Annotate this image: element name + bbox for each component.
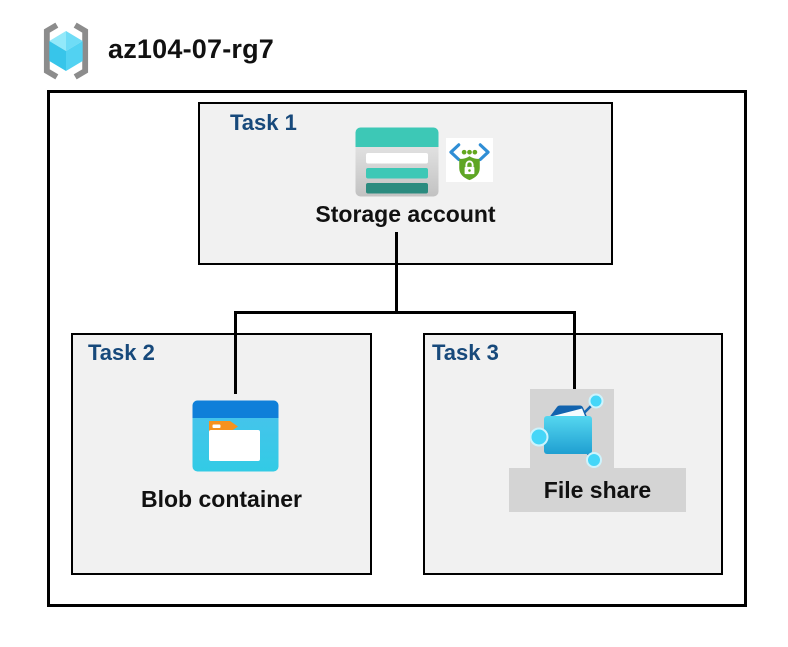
sas-shield-lock-icon [446, 138, 493, 182]
file-share-label-panel: File share [509, 468, 686, 512]
task2-box: Task 2 Blob container [71, 333, 372, 575]
resource-group-icon [43, 22, 89, 80]
file-share-icon-panel [530, 389, 614, 469]
storage-account-icon [355, 127, 439, 197]
connector-to-fileshare [573, 311, 576, 391]
blob-container-label: Blob container [140, 486, 302, 512]
task2-label: Task 2 [88, 340, 155, 365]
storage-account-label: Storage account [315, 201, 496, 227]
task1-label: Task 1 [230, 110, 297, 135]
blob-container-icon [192, 400, 279, 472]
connector-horizontal [234, 311, 576, 314]
resource-group-name: az104-07-rg7 [108, 34, 274, 64]
file-share-label: File share [543, 476, 652, 503]
file-share-icon [530, 393, 604, 468]
connector-storage-down [395, 232, 398, 313]
task3-label: Task 3 [432, 340, 499, 365]
connector-to-blob [234, 311, 237, 394]
